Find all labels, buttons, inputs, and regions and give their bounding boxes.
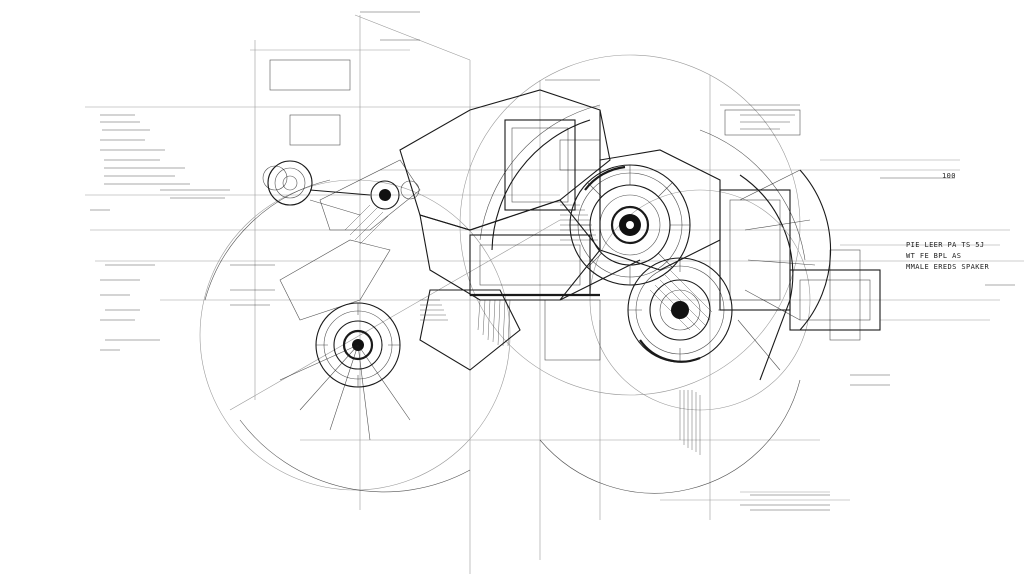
main-gear-right: [569, 164, 691, 286]
construction-lines: [85, 14, 1024, 574]
lower-gear-right: [627, 257, 733, 363]
lower-gear-left: [279, 302, 411, 441]
title-block-line-3: MMALE EREDS SPAKER: [906, 263, 990, 271]
right-notes: [740, 114, 1015, 511]
fan-sector-right: [737, 169, 832, 371]
dimension-marks: [105, 11, 890, 506]
central-housing: [279, 89, 881, 371]
construction-arcs: [199, 54, 811, 494]
left-notes: [90, 114, 230, 351]
upper-gear-left: [262, 160, 420, 216]
title-block-line-2: WT FE BPL AS: [906, 252, 962, 260]
corner-tag: 100: [942, 172, 956, 180]
title-block-line-1: PIE LEER PA TS 5J: [906, 241, 985, 249]
